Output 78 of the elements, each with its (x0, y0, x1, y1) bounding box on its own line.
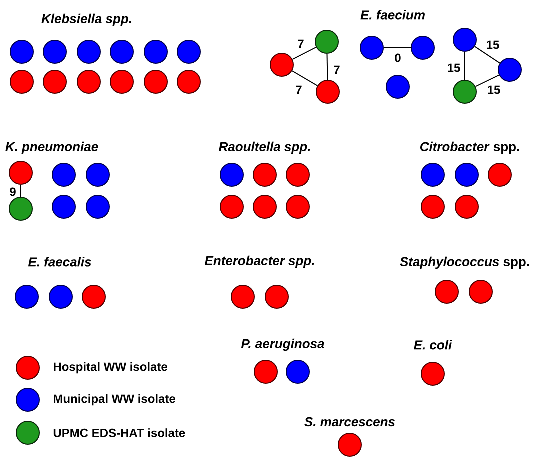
isolate-circle (455, 163, 479, 187)
isolate-circle (253, 163, 277, 187)
isolate-circle (435, 280, 459, 304)
connector-line (326, 54, 328, 80)
isolate-circle (265, 285, 289, 309)
edge-label: 7 (294, 84, 304, 96)
connector-line (475, 74, 500, 88)
isolate-circle (86, 163, 110, 187)
isolate-circle (9, 161, 33, 185)
connector-line (464, 52, 466, 80)
isolate-circle (455, 195, 479, 219)
isolate-circle (9, 197, 33, 221)
isolate-circle (10, 40, 34, 64)
edge-label: 15 (446, 62, 462, 74)
edge-label: 0 (394, 52, 402, 64)
isolate-circle (254, 360, 278, 384)
isolate-circle (421, 362, 445, 386)
isolate-circle (453, 80, 477, 104)
edge-label: 7 (296, 38, 306, 50)
isolate-circle (10, 70, 34, 94)
isolate-circle (286, 360, 310, 384)
isolate-circle (270, 53, 294, 77)
isolate-circle (43, 70, 67, 94)
isolate-circle (421, 163, 445, 187)
isolate-circle (360, 36, 384, 60)
species-title: Citrobacter spp. (420, 142, 520, 154)
isolate-circle (498, 58, 522, 82)
isolate-circle (144, 40, 168, 64)
species-title: K. pneumoniae (6, 142, 98, 154)
edge-label: 7 (332, 64, 342, 76)
isolate-circle (177, 70, 201, 94)
legend-label: UPMC EDS-HAT isolate (54, 428, 186, 438)
isolate-circle (52, 163, 76, 187)
legend-label: Municipal WW isolate (54, 394, 176, 406)
isolate-circle (15, 285, 39, 309)
isolate-circle (421, 195, 445, 219)
connector-line (474, 46, 500, 64)
connector-line (292, 70, 318, 86)
species-title: Staphylococcus spp. (400, 256, 530, 270)
isolate-circle (43, 40, 67, 64)
isolate-circle (144, 70, 168, 94)
isolate-circle (316, 80, 340, 104)
species-title: E. coli (414, 340, 452, 350)
isolate-circle (52, 195, 76, 219)
isolate-circle (286, 163, 310, 187)
edge-label: 9 (8, 186, 18, 198)
legend-label: Hospital WW isolate (54, 362, 168, 374)
isolate-circle (77, 40, 101, 64)
species-title: P. aeruginosa (241, 338, 324, 352)
isolate-circle (488, 163, 512, 187)
isolate-circle (49, 285, 73, 309)
isolate-circle (231, 285, 255, 309)
isolate-circle (469, 280, 493, 304)
species-title: E. faecalis (28, 257, 92, 267)
species-title: S. marcescens (304, 417, 396, 427)
isolate-circle (86, 195, 110, 219)
isolate-circle (220, 195, 244, 219)
isolate-circle (315, 30, 339, 54)
connector-line (292, 46, 317, 60)
isolate-circle (453, 28, 477, 52)
isolate-circle (286, 195, 310, 219)
isolate-circle (110, 40, 134, 64)
isolate-circle (338, 433, 362, 457)
edge-label: 15 (485, 40, 501, 50)
isolate-circle (386, 75, 410, 99)
isolate-circle (77, 70, 101, 94)
isolate-circle (253, 195, 277, 219)
species-title: Raoultella spp. (219, 142, 310, 154)
isolate-circle (177, 40, 201, 64)
edge-label: 15 (486, 84, 502, 96)
isolate-circle (110, 70, 134, 94)
species-title: Klebsiella spp. (42, 14, 132, 26)
isolate-circle (82, 285, 106, 309)
connector-line (20, 184, 22, 198)
species-title: Enterobacter spp. (204, 256, 314, 268)
species-title: E. faecium (360, 10, 425, 20)
isolate-circle (220, 163, 244, 187)
isolate-circle (411, 36, 435, 60)
